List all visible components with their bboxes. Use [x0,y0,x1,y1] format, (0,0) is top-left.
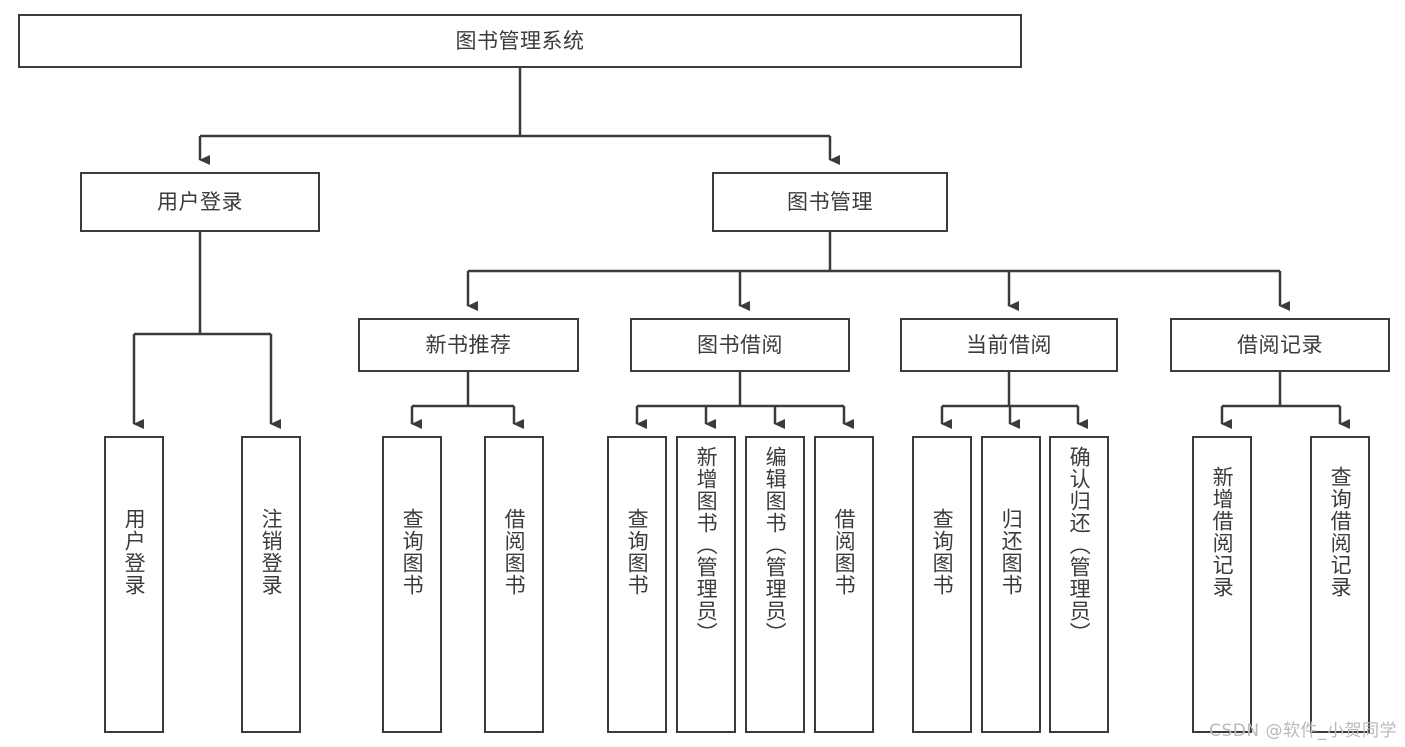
node-label: 查询图书 [930,508,955,596]
node-label: 借阅记录 [1237,332,1323,357]
node-label: 用户登录 [157,189,243,214]
node-leaf-query-book-recommend[interactable]: 查询图书 [382,436,442,733]
node-label: 查询图书 [400,508,425,596]
node-leaf-query-book-borrow[interactable]: 查询图书 [607,436,667,733]
node-label: 编辑图书（管理员） [763,446,788,644]
node-label: 归还图书 [999,508,1024,596]
node-label: 借阅图书 [502,508,527,596]
node-current-borrow[interactable]: 当前借阅 [900,318,1118,372]
node-leaf-borrow-book[interactable]: 借阅图书 [814,436,874,733]
node-leaf-user-login[interactable]: 用户登录 [104,436,164,733]
node-new-book-recommend[interactable]: 新书推荐 [358,318,579,372]
node-label: 新书推荐 [425,332,512,357]
node-label: 图书借阅 [697,332,783,357]
node-label: 查询图书 [625,508,650,596]
node-leaf-query-borrow-record[interactable]: 查询借阅记录 [1310,436,1370,733]
node-leaf-add-book[interactable]: 新增图书（管理员） [676,436,736,733]
node-label: 注销登录 [259,508,284,596]
node-leaf-add-borrow-record[interactable]: 新增借阅记录 [1192,436,1252,733]
node-label: 新增借阅记录 [1210,466,1235,598]
node-label: 确认归还（管理员） [1067,446,1092,644]
node-leaf-edit-book[interactable]: 编辑图书（管理员） [745,436,805,733]
node-label: 借阅图书 [832,508,857,596]
node-label: 新增图书（管理员） [694,446,719,644]
node-book-management[interactable]: 图书管理 [712,172,948,232]
node-book-borrow[interactable]: 图书借阅 [630,318,850,372]
node-label: 用户登录 [122,508,147,596]
node-label: 当前借阅 [966,332,1052,357]
node-label: 图书管理 [787,189,873,214]
node-borrow-record[interactable]: 借阅记录 [1170,318,1390,372]
node-leaf-logout-login[interactable]: 注销登录 [241,436,301,733]
node-leaf-confirm-return[interactable]: 确认归还（管理员） [1049,436,1109,733]
node-label: 查询借阅记录 [1328,466,1353,598]
node-leaf-borrow-book-recommend[interactable]: 借阅图书 [484,436,544,733]
node-leaf-return-book[interactable]: 归还图书 [981,436,1041,733]
node-leaf-query-book-current[interactable]: 查询图书 [912,436,972,733]
node-root-book-management-system[interactable]: 图书管理系统 [18,14,1022,68]
node-user-login[interactable]: 用户登录 [80,172,320,232]
node-label: 图书管理系统 [455,28,585,53]
